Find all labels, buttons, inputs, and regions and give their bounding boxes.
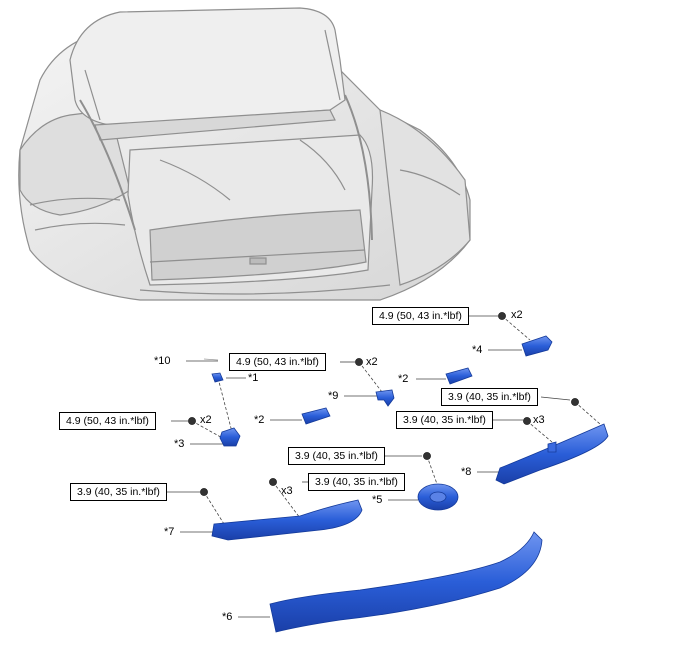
part-6-garnish [269,531,543,633]
callout-5: *5 [372,494,383,506]
bolt-7a [269,478,277,486]
quantity-label-9: x2 [366,356,378,368]
leader-lines [166,315,601,618]
bolt-5 [423,452,431,460]
parts [203,335,609,633]
bolt-3 [188,417,196,425]
torque-spec-box-8a: 3.9 (40, 35 in.*lbf) [441,388,538,406]
part-2-left [301,407,331,425]
callout-2-left: *2 [254,414,265,426]
callout-6: *6 [222,611,233,623]
part-8-garnish [495,423,609,485]
torque-spec-box-9: 4.9 (50, 43 in.*lbf) [229,353,326,371]
quantity-label-7: x3 [281,485,293,497]
bolt-4 [498,312,506,320]
part-9 [375,389,395,407]
part-7-garnish [211,499,363,541]
bolt-7b [200,488,208,496]
part-3-bracket [219,427,241,447]
torque-spec-box-5: 3.9 (40, 35 in.*lbf) [288,447,385,465]
torque-spec-box-7a: 3.9 (40, 35 in.*lbf) [308,473,405,491]
torque-spec-box-8b: 3.9 (40, 35 in.*lbf) [396,411,493,429]
callout-3: *3 [174,438,185,450]
callout-7: *7 [164,526,175,538]
part-2-top [445,367,473,385]
bolts [188,312,579,496]
quantity-label-3: x2 [200,414,212,426]
callout-10: *10 [154,355,171,367]
vehicle-trunk-illustration [18,7,471,301]
torque-spec-box-7b: 3.9 (40, 35 in.*lbf) [70,483,167,501]
bolt-9 [355,358,363,366]
bolt-8b [523,417,531,425]
callout-1: *1 [248,372,259,384]
part-10-wire [203,358,219,361]
callout-4: *4 [472,344,483,356]
bolt-8a [571,398,579,406]
quantity-label-8: x3 [533,414,545,426]
torque-spec-box-4: 4.9 (50, 43 in.*lbf) [372,307,469,325]
part-1-clip [211,372,224,383]
callout-8: *8 [461,466,472,478]
torque-spec-box-3: 4.9 (50, 43 in.*lbf) [59,412,156,430]
callout-9: *9 [328,390,339,402]
quantity-label-4: x2 [511,309,523,321]
part-4 [521,335,553,357]
callout-2-top: *2 [398,373,409,385]
